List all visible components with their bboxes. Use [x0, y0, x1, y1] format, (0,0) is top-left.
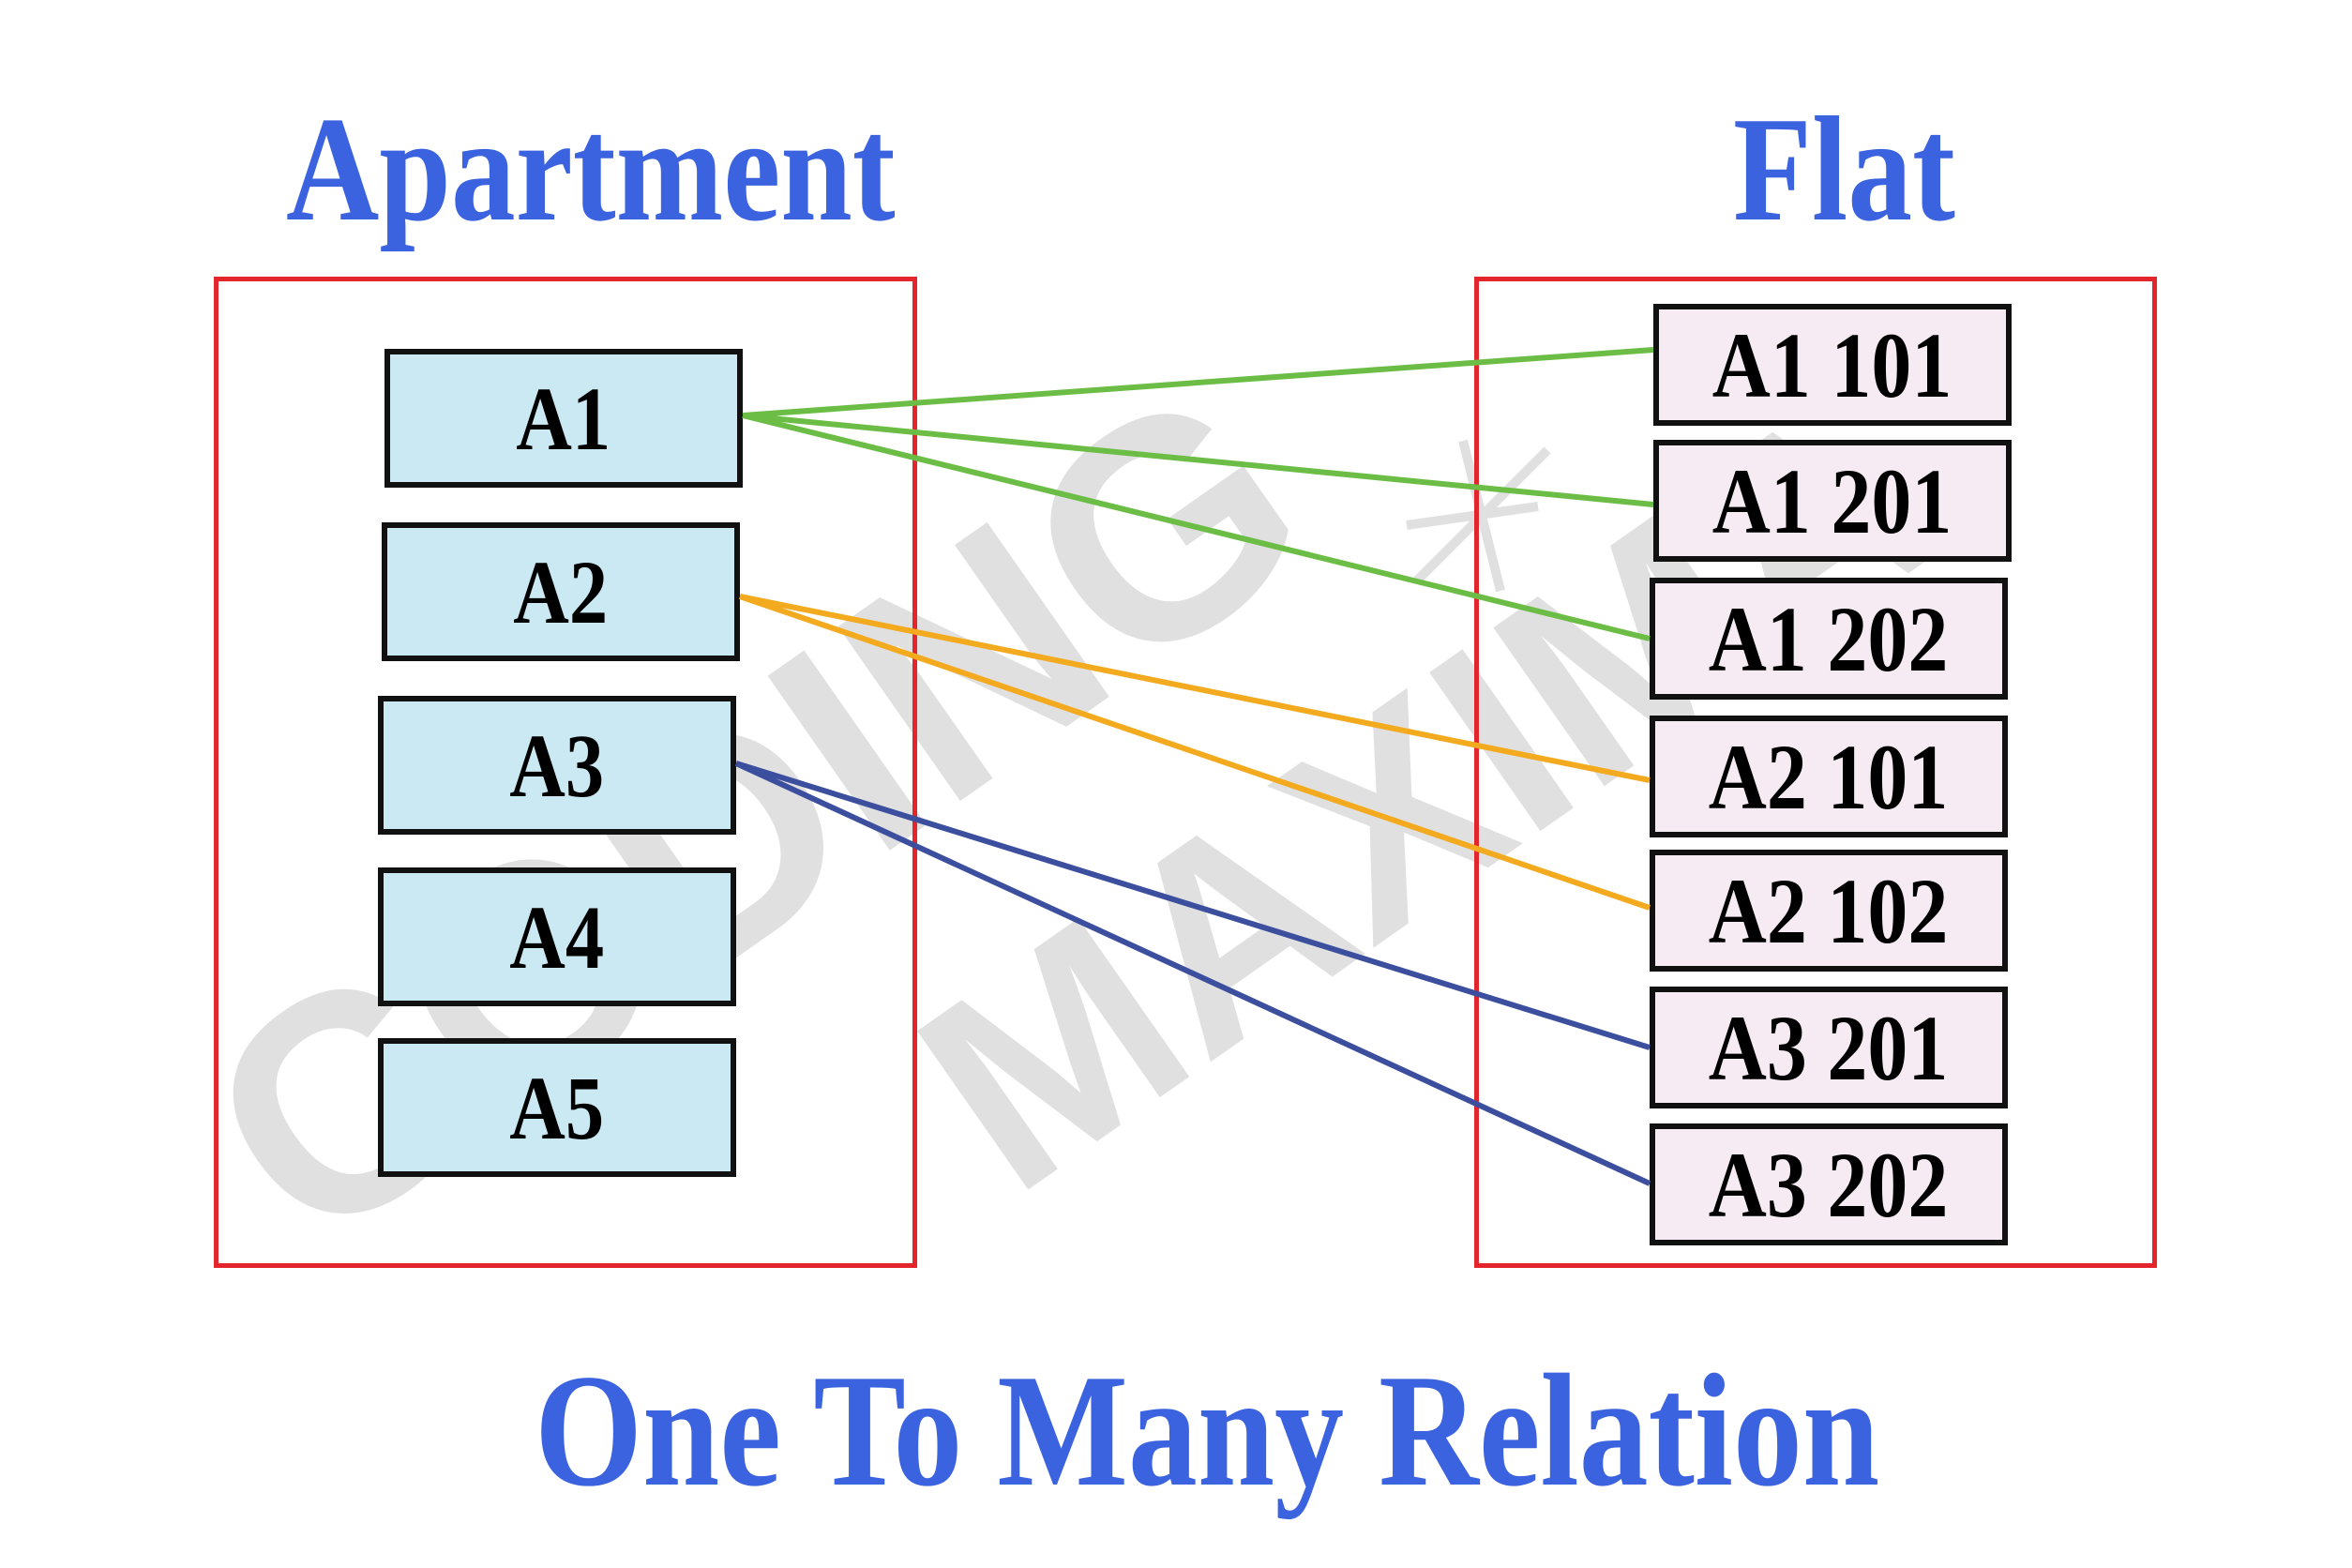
flat-label: A3 202: [1709, 1132, 1949, 1237]
apartment-label: A5: [509, 1057, 605, 1158]
apartment-label: A4: [509, 886, 605, 988]
flat-label: A1 202: [1709, 586, 1949, 691]
apartment-entity-a5: A5: [378, 1038, 736, 1177]
flat-label: A1 101: [1712, 312, 1952, 417]
relation-line-a1-a1-202: [742, 413, 1651, 641]
relation-line-a2-a2-102: [739, 594, 1651, 911]
relation-line-a2-a2-101: [739, 594, 1651, 783]
flat-entity-a1-101: A1 101: [1653, 304, 2012, 426]
flat-entity-a1-202: A1 202: [1650, 578, 2008, 700]
relation-line-a3-a3-202: [734, 761, 1651, 1186]
flat-label: A1 201: [1712, 448, 1952, 553]
flat-label: A2 102: [1709, 858, 1949, 963]
apartment-entity-a4: A4: [378, 867, 736, 1006]
apartment-entity-a2: A2: [382, 522, 740, 661]
flat-entity-a2-101: A2 101: [1650, 716, 2008, 837]
apartment-label: A2: [513, 541, 609, 642]
apartment-title: Apartment: [286, 85, 896, 252]
apartment-entity-a1: A1: [384, 349, 743, 488]
diagram-caption: One To Many Relation: [535, 1342, 1880, 1520]
flat-entity-a3-201: A3 201: [1650, 987, 2008, 1108]
flat-label: A3 201: [1709, 995, 1949, 1100]
flat-group-box: [1474, 277, 2157, 1268]
apartment-entity-a3: A3: [378, 696, 736, 835]
apartment-label: A1: [516, 368, 611, 469]
apartment-group-box: [214, 277, 917, 1268]
relation-line-a1-a1-101: [742, 347, 1654, 418]
relation-line-a1-a1-201: [742, 413, 1654, 507]
flat-entity-a3-202: A3 202: [1650, 1123, 2008, 1245]
flat-title: Flat: [1733, 85, 1955, 252]
flat-entity-a2-102: A2 102: [1650, 850, 2008, 972]
flat-entity-a1-201: A1 201: [1653, 440, 2012, 562]
apartment-label: A3: [509, 715, 605, 816]
flat-label: A2 101: [1709, 724, 1949, 829]
relation-line-a3-a3-201: [735, 761, 1651, 1050]
